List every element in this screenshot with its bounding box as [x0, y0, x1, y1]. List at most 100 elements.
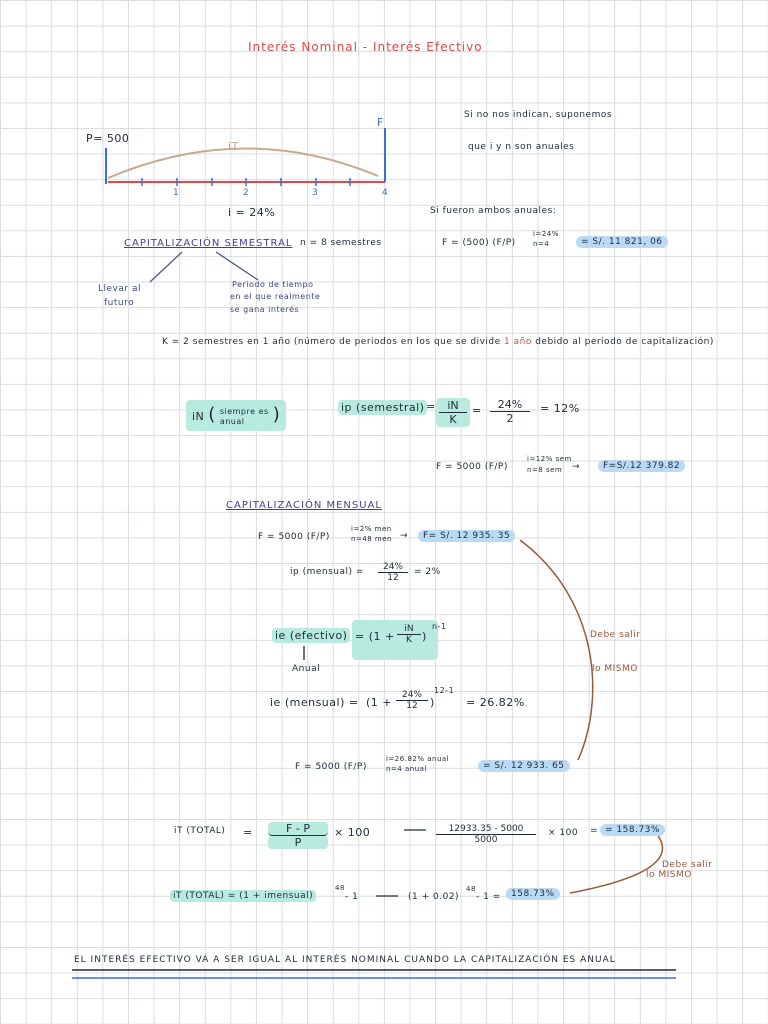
right-note-2: en el que realmente — [230, 292, 321, 301]
right-note-1: Periodo de tiempo — [232, 280, 314, 289]
ie-m-result: = 26.82% — [466, 696, 525, 709]
it-calc-frac: 12933.35 - 5000 5000 — [436, 824, 536, 845]
k-line-pre: K = 2 semestres en 1 año (número de peri… — [162, 337, 505, 347]
ip-frac2: 24% 2 — [490, 398, 530, 425]
ie-m-exp: 12-1 — [434, 686, 455, 695]
ie-mensual-label: ie (mensual) = — [270, 696, 359, 709]
annual-result: = S/. 11 821, 06 — [576, 236, 668, 248]
annual-formula: F = (500) (F/P) — [442, 238, 516, 248]
ip-eq2: = — [472, 404, 482, 417]
f-anual-sub: n=4 anual — [386, 765, 427, 773]
it-calc-times: × 100 — [548, 828, 579, 838]
rate-label: i = 24% — [228, 206, 276, 219]
ip-eq: = — [426, 400, 436, 413]
ip-mensual-label: ip (mensual) = — [290, 567, 364, 577]
p-label: P= 500 — [86, 132, 130, 145]
it-total2-minus: - 1 — [345, 892, 359, 902]
ip-mensual-num: 24% — [378, 562, 408, 573]
ie-formula-post: ) — [422, 630, 427, 643]
in-note-1: siempre es — [219, 407, 269, 416]
ie-exp: n-1 — [432, 622, 447, 631]
ie-m-num: 24% — [396, 690, 428, 701]
f-mensual-sup: i=2% men — [351, 525, 392, 533]
tick-label-2: 2 — [243, 188, 250, 198]
anual-note: Anual — [292, 664, 321, 674]
k-line-post: debido al periodo de capitalización) — [531, 337, 714, 347]
ip-den2: 2 — [506, 412, 514, 425]
it-total-times: × 100 — [334, 826, 371, 839]
it-total2-calc-exp: 48 — [466, 885, 476, 893]
annual-formula-sup: i=24% — [533, 230, 559, 238]
f-semestral-result: F=S/.12 379.82 — [598, 460, 686, 472]
page-title: Interés Nominal - Interés Efectivo — [248, 40, 483, 54]
ie-m-post: ) — [430, 696, 435, 709]
compare-arrow-1 — [519, 539, 594, 761]
in-box: iN ( siempre es anual ) — [186, 400, 287, 431]
note-line-1: Si no nos indican, suponemos — [464, 110, 613, 120]
ie-formula-box — [352, 620, 438, 660]
ie-num: iN — [397, 624, 421, 635]
it-total2-label: iT (TOTAL) = (1 + imensual) — [170, 890, 317, 902]
left-note-2: futuro — [104, 298, 135, 308]
ip-result: = 12% — [540, 402, 580, 415]
f-semestral-sup: i=12% sem — [527, 455, 572, 463]
ie-m-frac: 24% 12 — [396, 690, 428, 711]
ip-num2: 24% — [490, 398, 530, 412]
branch-line-right — [215, 251, 259, 281]
ie-frac: iN K — [397, 624, 421, 645]
ip-den: K — [449, 413, 457, 426]
ie-label: ie (efectivo) — [272, 628, 351, 643]
tick-label-4: 4 — [382, 188, 389, 198]
it-total-label: iT (TOTAL) — [174, 826, 226, 836]
ip-frac: iN K — [436, 398, 470, 427]
in-note-2: anual — [219, 417, 245, 426]
it-total-den: P — [268, 836, 328, 849]
f-semestral-sub: n=8 sem — [527, 466, 563, 474]
debe-salir-2a: Debe salir — [662, 860, 713, 870]
ie-formula-pre: = (1 + — [355, 630, 395, 643]
ie-m-pre: (1 + — [366, 696, 393, 709]
in-label: iN — [192, 410, 205, 423]
ip-mensual-result: = 2% — [414, 567, 441, 577]
annual-formula-sub: n=4 — [533, 240, 550, 248]
conclusion: EL INTERÉS EFECTIVO VA A SER IGUAL AL IN… — [74, 955, 616, 965]
it-arc — [107, 147, 379, 179]
it-total2-calc: (1 + 0.02) — [408, 892, 460, 902]
ip-semestral-label: ip (semestral) — [338, 400, 428, 415]
debe-salir-1a: Debe salir — [590, 630, 641, 640]
right-note-3: se gana interés — [230, 305, 300, 314]
it-total-result: = 158.73% — [600, 824, 665, 836]
cap-mensual-heading: CAPITALIZACIÓN MENSUAL — [226, 500, 382, 511]
f-anual-result: = S/. 12 933. 65 — [478, 760, 570, 772]
f-label: F — [377, 116, 384, 129]
it-total2-exp: 48 — [335, 884, 345, 892]
tick-label-1: 1 — [173, 188, 180, 198]
left-note-1: Llevar al — [98, 284, 141, 294]
f-mensual-result: F= S/. 12 935. 35 — [418, 530, 516, 542]
it-label: iT — [228, 140, 239, 153]
note-line-2: que i y n son anuales — [468, 142, 575, 152]
it-total-frac: F - P P — [268, 820, 328, 851]
it-total-eq: = — [243, 826, 253, 839]
k-line-red: 1 año — [504, 337, 532, 347]
f-semestral-formula: F = 5000 (F/P) — [436, 462, 508, 472]
branch-line-left — [149, 251, 183, 283]
f-anual-formula: F = 5000 (F/P) — [295, 762, 367, 772]
it-total-num: F - P — [268, 822, 328, 836]
it-calc-num: 12933.35 - 5000 — [436, 824, 536, 835]
debe-salir-2b: lo MISMO — [646, 870, 692, 880]
ie-den: K — [406, 635, 412, 645]
debe-salir-1b: lo MISMO — [592, 664, 638, 674]
ip-mensual-frac: 24% 12 — [378, 562, 408, 583]
f-anual-sup: i=26.82% anual — [386, 755, 450, 763]
ip-num: iN — [439, 399, 467, 413]
it-total2-calc-minus: - 1 = — [476, 892, 501, 902]
ip-mensual-den: 12 — [387, 573, 399, 583]
compare-arrow-2 — [569, 831, 664, 894]
it-calc-den: 5000 — [474, 835, 498, 845]
ie-m-den: 12 — [406, 701, 418, 711]
f-mensual-formula: F = 5000 (F/P) — [258, 532, 330, 542]
it-total2-result: 158.73% — [506, 888, 560, 900]
tick-label-3: 3 — [312, 188, 319, 198]
